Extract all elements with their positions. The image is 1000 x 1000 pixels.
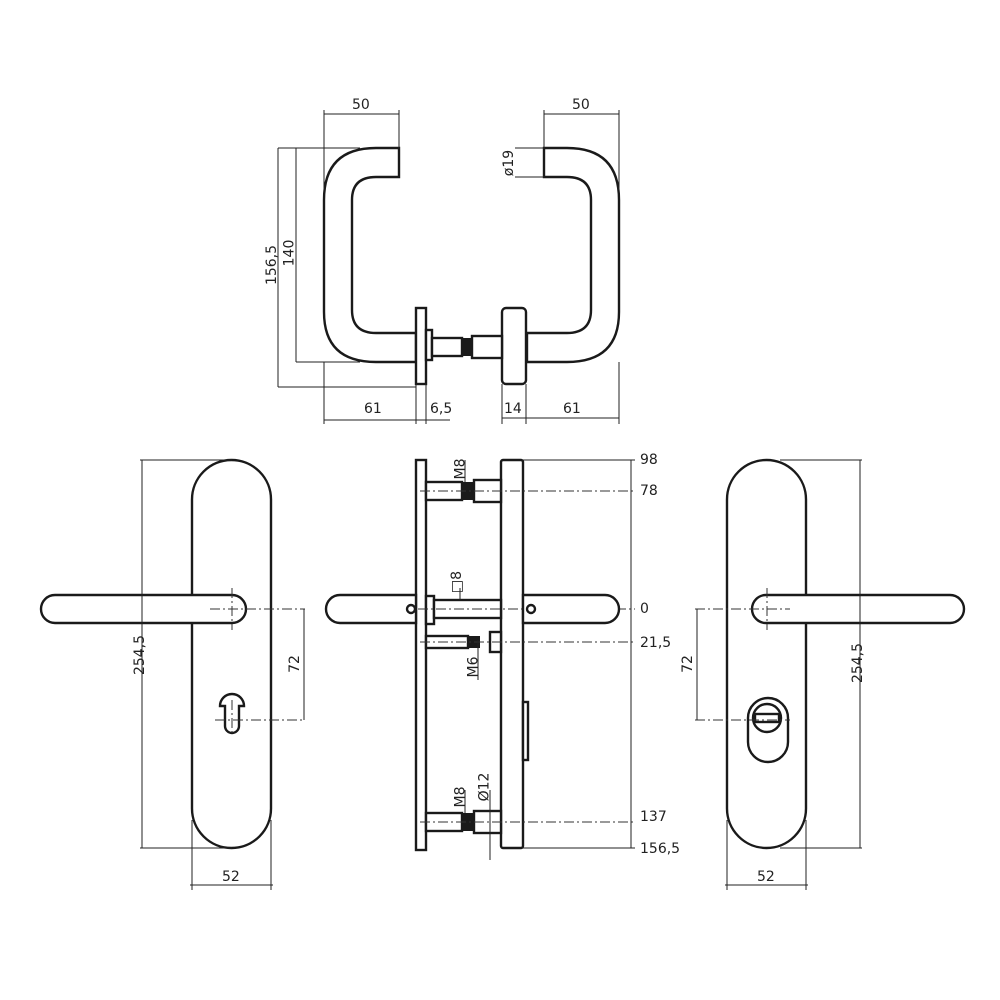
right-backplate-view — [695, 458, 966, 890]
dim-right-plate-width: 52 — [757, 869, 775, 885]
label-spindle: □8 — [449, 570, 466, 594]
dim-right-center-distance: 72 — [679, 655, 696, 673]
label-thread-top: M8 — [452, 458, 469, 480]
label-thread-bottom: M8 — [452, 786, 469, 808]
dim-left-handle-width: 50 — [352, 97, 370, 113]
pos-21-5: 21,5 — [640, 635, 672, 651]
dim-handle-height-inner: 140 — [281, 239, 298, 267]
top-right-handle — [470, 146, 621, 386]
dim-left-center-distance: 72 — [286, 655, 303, 673]
dim-left-projection: 61 — [364, 401, 382, 417]
pos-156-5: 156,5 — [640, 841, 681, 857]
dim-right-rose-thickness: 14 — [504, 401, 522, 417]
pos-78: 78 — [640, 483, 658, 499]
pos-98: 98 — [640, 452, 658, 468]
label-bush-diameter: Ø12 — [476, 772, 493, 802]
left-backplate-view — [39, 458, 305, 890]
dim-handle-height-outer: 156,5 — [264, 244, 281, 286]
dim-right-handle-width: 50 — [572, 97, 590, 113]
dim-left-plate-height: 254,5 — [132, 634, 149, 676]
dim-right-plate-height: 254,5 — [850, 642, 867, 684]
dim-left-rose-thickness: 6,5 — [430, 401, 453, 417]
top-view-dimensions — [277, 110, 620, 424]
label-thread-mid: M6 — [465, 656, 482, 678]
top-left-handle — [322, 146, 472, 386]
dim-tube-diameter: ø19 — [501, 149, 518, 177]
side-view — [324, 458, 635, 860]
dim-right-projection: 61 — [563, 401, 581, 417]
dim-left-plate-width: 52 — [222, 869, 240, 885]
pos-137: 137 — [640, 809, 667, 825]
pos-0: 0 — [640, 601, 649, 617]
